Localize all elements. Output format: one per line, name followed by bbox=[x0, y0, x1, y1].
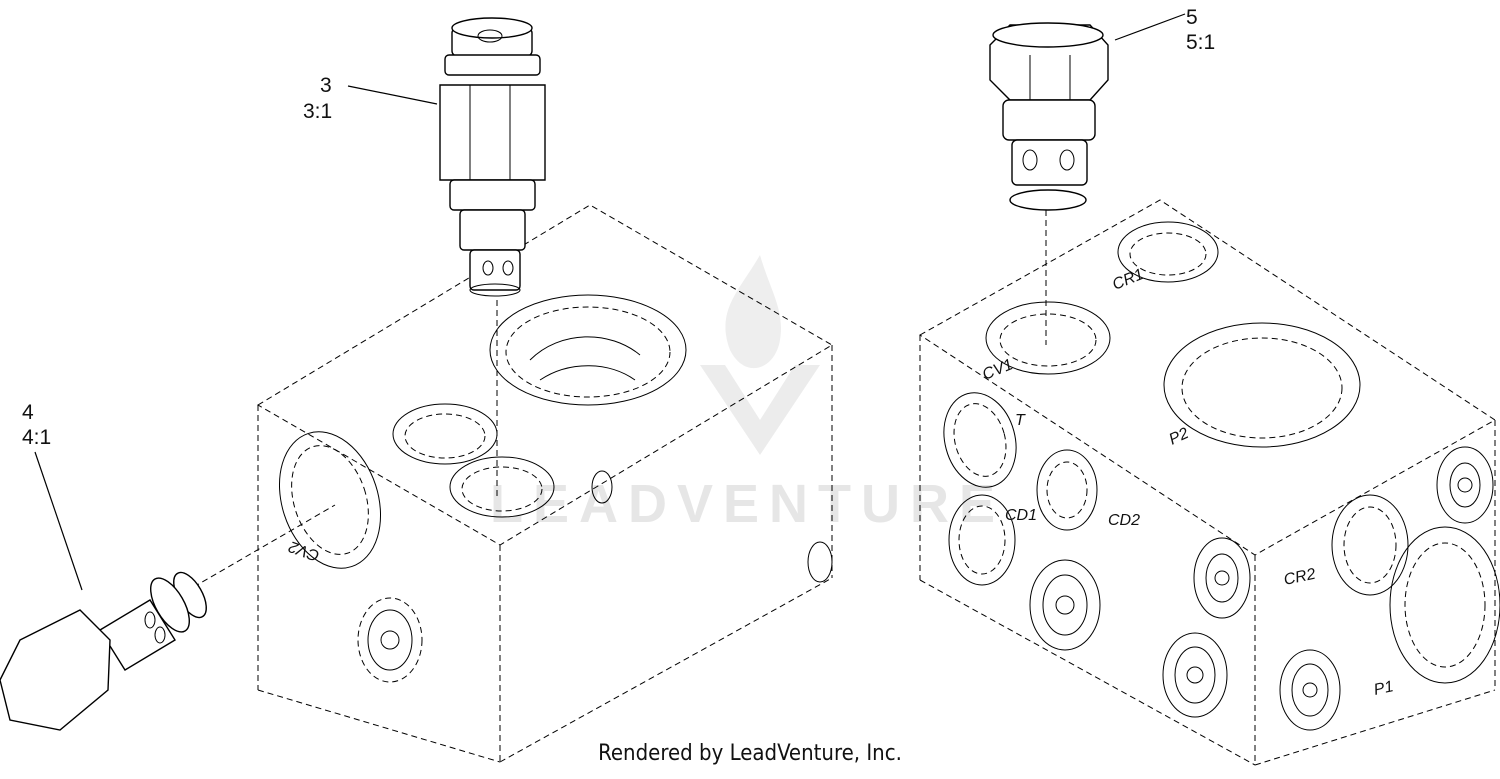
port-label-cd2: CD2 bbox=[1108, 512, 1140, 529]
callout-4-number: 4 bbox=[22, 401, 34, 424]
port-label-cv2: CV2 bbox=[287, 537, 322, 564]
callout-3-number: 3 bbox=[320, 74, 332, 97]
port-label-p1: P1 bbox=[1372, 678, 1395, 699]
port-label-t: T bbox=[1015, 412, 1026, 429]
callout-5-number: 5 bbox=[1186, 6, 1198, 29]
port-label-cd1: CD1 bbox=[1005, 507, 1037, 524]
port-label-cv1: CV1 bbox=[980, 356, 1015, 383]
port-label-cr1: CR1 bbox=[1110, 266, 1146, 294]
part-5-plug: 5 5:1 bbox=[989, 6, 1215, 211]
callout-3-qty: 3:1 bbox=[303, 100, 332, 123]
callout-4-qty: 4:1 bbox=[22, 426, 51, 449]
footer-credit: Rendered by LeadVenture, Inc. bbox=[598, 741, 902, 766]
part-3-cartridge: 3 3:1 bbox=[303, 17, 546, 297]
port-label-cr2: CR2 bbox=[1282, 566, 1317, 589]
part-4-plug: 4 4:1 bbox=[0, 401, 207, 731]
watermark: LEADVENTURE bbox=[490, 255, 1005, 534]
port-label-p2: P2 bbox=[1167, 425, 1192, 449]
watermark-text: LEADVENTURE bbox=[490, 474, 1005, 534]
callout-5-qty: 5:1 bbox=[1186, 31, 1215, 54]
right-manifold-block: CR1 CV1 T P2 CD1 CD2 CR2 P1 bbox=[919, 199, 1500, 766]
